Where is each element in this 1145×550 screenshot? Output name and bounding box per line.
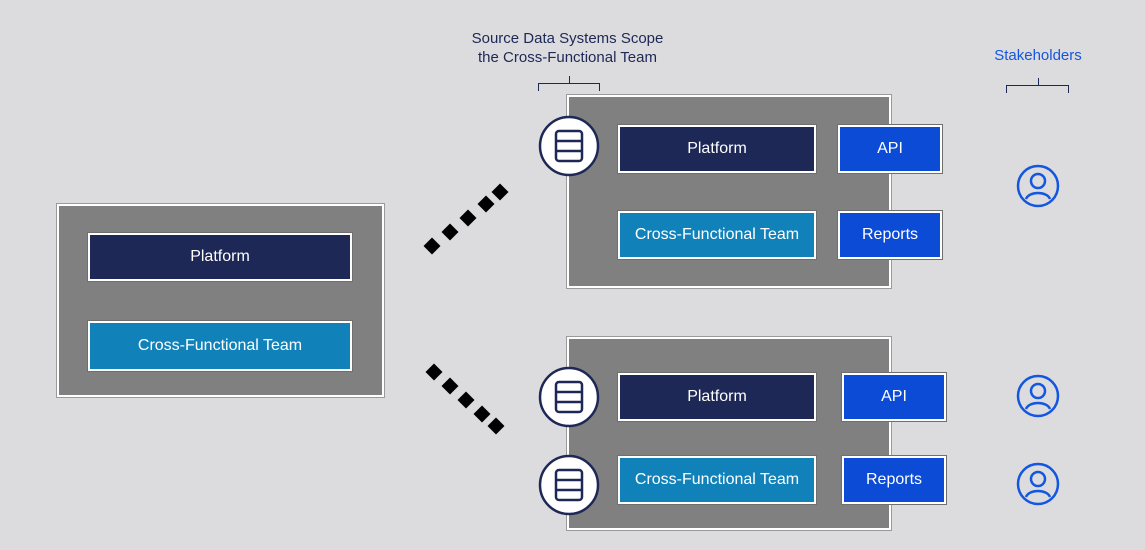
bottom-database-icon-1: [538, 366, 600, 428]
user-icon: [1016, 164, 1060, 208]
connector-top: [422, 182, 509, 256]
database-icon: [538, 366, 600, 428]
scope-caption: Source Data Systems Scope the Cross-Func…: [440, 29, 695, 67]
top-reports-box[interactable]: Reports: [837, 210, 943, 260]
stakeholders-title: Stakeholders: [994, 47, 1082, 64]
stakeholder-middle[interactable]: [1016, 374, 1060, 418]
top-api-box[interactable]: API: [837, 124, 943, 174]
top-team-box[interactable]: Cross-Functional Team: [617, 210, 817, 260]
connector-dash: [441, 377, 459, 395]
connector-dash: [477, 195, 495, 213]
connector-dash: [487, 417, 505, 435]
connector-dash: [457, 391, 475, 409]
connector-dash: [473, 405, 491, 423]
connector-dash: [491, 183, 509, 201]
stakeholders-bracket: [1006, 78, 1069, 93]
scope-bracket: [538, 76, 600, 91]
connector-dash: [425, 363, 443, 381]
connector-bottom: [424, 362, 508, 436]
bottom-api-box[interactable]: API: [841, 372, 947, 422]
left-platform-box[interactable]: Platform: [87, 232, 353, 282]
left-team-box[interactable]: Cross-Functional Team: [87, 320, 353, 372]
scope-caption-line1: Source Data Systems Scope: [471, 30, 664, 47]
connector-dash: [423, 237, 441, 255]
top-platform-box[interactable]: Platform: [617, 124, 817, 174]
bottom-platform-box[interactable]: Platform: [617, 372, 817, 422]
bottom-reports-box[interactable]: Reports: [841, 455, 947, 505]
connector-dash: [459, 209, 477, 227]
database-icon: [538, 115, 600, 177]
top-database-icon: [538, 115, 600, 177]
stakeholder-top[interactable]: [1016, 164, 1060, 208]
user-icon: [1016, 462, 1060, 506]
top-group-panel: [566, 94, 892, 289]
user-icon: [1016, 374, 1060, 418]
database-icon: [538, 454, 600, 516]
stakeholder-bottom[interactable]: [1016, 462, 1060, 506]
scope-caption-line2: the Cross-Functional Team: [478, 49, 657, 66]
bottom-team-box[interactable]: Cross-Functional Team: [617, 455, 817, 505]
connector-dash: [441, 223, 459, 241]
bottom-database-icon-2: [538, 454, 600, 516]
